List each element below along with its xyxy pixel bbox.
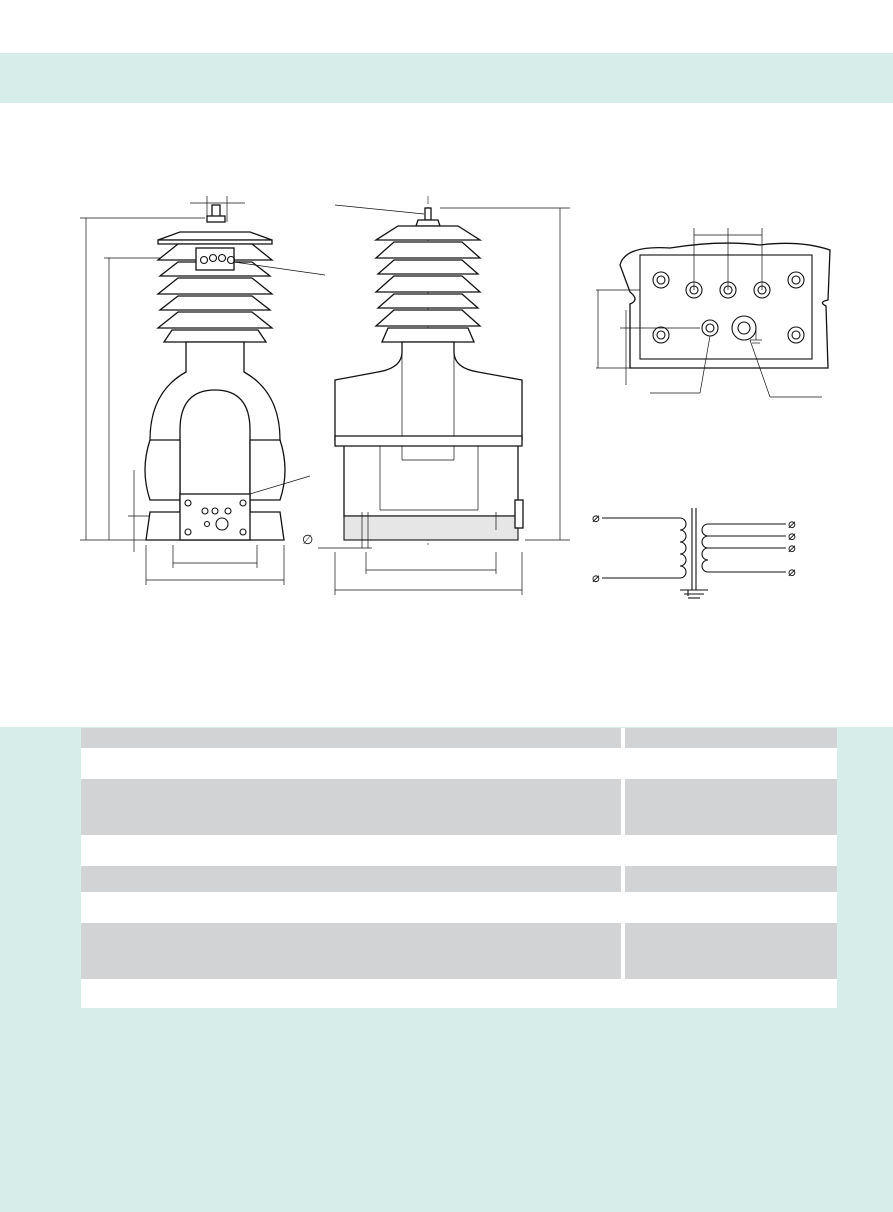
svg-text:⌀: ⌀ xyxy=(788,541,796,556)
table-cell-value xyxy=(625,894,837,921)
svg-text:⌀: ⌀ xyxy=(788,565,796,580)
table-cell-value xyxy=(625,866,837,892)
header-band xyxy=(0,53,893,103)
table-row xyxy=(81,866,837,892)
side-view: ∅ xyxy=(302,196,570,595)
table-cell-value xyxy=(625,837,837,864)
table-cell-label xyxy=(81,750,621,777)
table-cell-value xyxy=(625,779,837,835)
svg-text:⌀: ⌀ xyxy=(788,529,796,544)
table-cell-value xyxy=(625,750,837,777)
table-cell-label xyxy=(81,894,621,921)
table-row xyxy=(81,779,837,835)
table-cell-label xyxy=(81,728,621,748)
front-view xyxy=(80,196,326,585)
terminal-box-detail xyxy=(596,228,831,398)
table-row xyxy=(81,981,837,1008)
table-row xyxy=(81,837,837,864)
diameter-symbol: ∅ xyxy=(302,533,313,548)
table-row xyxy=(81,894,837,921)
spec-table xyxy=(81,728,837,1008)
svg-text:⌀: ⌀ xyxy=(592,571,600,586)
table-row xyxy=(81,750,837,777)
technical-drawing: ∅ xyxy=(80,196,831,599)
table-cell-label xyxy=(81,779,621,835)
table-cell-value xyxy=(625,728,837,748)
table-cell-label xyxy=(81,981,621,1008)
table-cell-value xyxy=(625,923,837,979)
table-cell-value xyxy=(625,981,837,1008)
svg-text:⌀: ⌀ xyxy=(592,511,600,526)
table-row xyxy=(81,728,837,748)
table-row xyxy=(81,923,837,979)
wiring-schematic: ⌀ ⌀ ⌀ ⌀ ⌀ ⌀ xyxy=(592,508,796,599)
table-cell-label xyxy=(81,923,621,979)
table-cell-label xyxy=(81,866,621,892)
table-cell-label xyxy=(81,837,621,864)
svg-text:⌀: ⌀ xyxy=(788,517,796,532)
